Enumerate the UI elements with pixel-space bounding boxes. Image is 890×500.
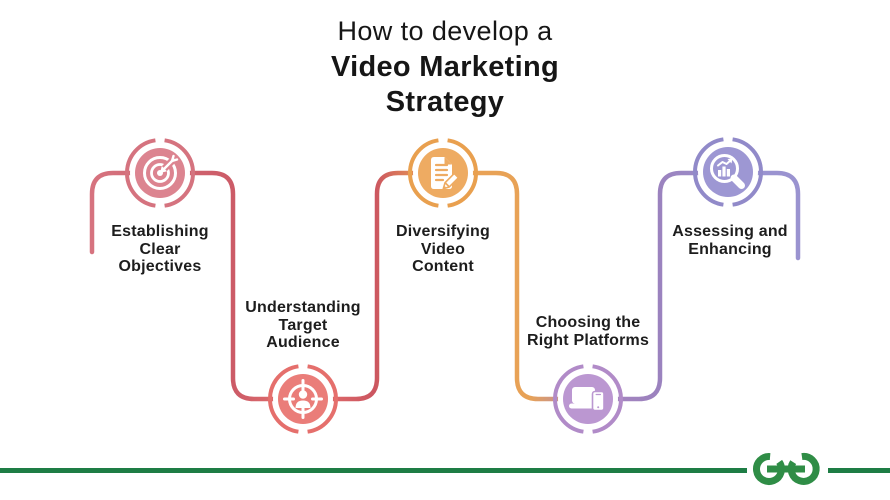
step-label-5: Assessing and Enhancing — [672, 223, 788, 258]
audience-target-icon — [283, 379, 323, 419]
title-line-2: Video Marketing — [331, 51, 559, 83]
step-node-1 — [124, 138, 196, 208]
step-node-3 — [407, 138, 479, 208]
title-line-3: Strategy — [385, 86, 505, 118]
geeksforgeeks-logo — [753, 452, 820, 485]
node-ring — [447, 138, 479, 208]
magnifier-analytics-icon — [710, 154, 745, 189]
footer-rule-right — [828, 468, 890, 473]
node-ring — [732, 137, 764, 207]
step-label-4: Choosing the Right Platforms — [526, 314, 650, 349]
document-pencil-icon — [431, 157, 459, 190]
step-label-1: Establishing Clear Objectives — [111, 223, 209, 275]
footer — [0, 452, 890, 485]
serpentine-connector — [89, 170, 801, 402]
footer-rule-left — [0, 468, 747, 473]
node-ring — [164, 138, 196, 208]
node-disc — [278, 374, 328, 424]
devices-icon — [569, 387, 605, 412]
step-node-4 — [552, 364, 624, 434]
node-ring — [124, 138, 156, 208]
node-ring — [307, 364, 339, 434]
node-ring — [592, 364, 624, 434]
step-node-5 — [692, 137, 764, 207]
target-dart-icon — [143, 154, 179, 190]
step-label-3: Diversifying Video Content — [396, 223, 490, 275]
node-ring — [552, 364, 584, 434]
title-line-1: How to develop a — [337, 16, 553, 46]
step-label-2: Understanding Target Audience — [245, 299, 361, 351]
node-ring — [692, 137, 724, 207]
node-ring — [267, 364, 299, 434]
node-ring — [407, 138, 439, 208]
page-title: How to develop a Video Marketing Strateg… — [0, 18, 890, 117]
step-node-2 — [267, 364, 339, 434]
